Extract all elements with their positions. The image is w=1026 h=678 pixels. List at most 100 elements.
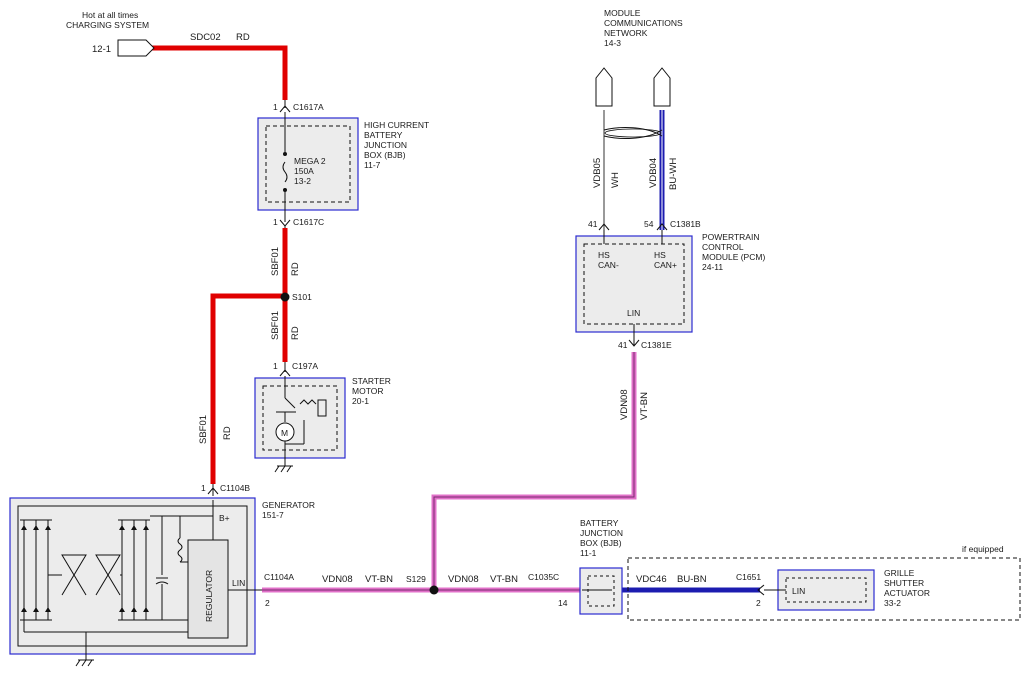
vdb04-name: VDB04 (648, 158, 659, 188)
sbf01-lower-color: RD (290, 326, 301, 340)
starter-line3: 20-1 (352, 396, 369, 406)
mcn-left-connector-icon (595, 67, 613, 107)
pcm-hs-right-1: HS (654, 250, 666, 260)
vdb05-color: WH (610, 172, 621, 188)
c1381b-left-arrow-icon (598, 223, 610, 231)
mcn-line4: 14-3 (604, 38, 621, 48)
c1381b-right-arrow-icon (656, 223, 668, 231)
pcm-line2: CONTROL (702, 242, 744, 252)
vdc46-name: VDC46 (636, 574, 667, 585)
fuse-name: MEGA 2 (294, 156, 326, 166)
pcm-hs-left-1: HS (598, 250, 610, 260)
mcn-line1: MODULE (604, 8, 641, 18)
grille-line1: GRILLE (884, 568, 915, 578)
vdb05-name: VDB05 (592, 158, 603, 188)
starter-ground-icon (274, 458, 293, 473)
pcm-line4: 24-11 (702, 262, 723, 272)
c1104a-label: C1104A (264, 572, 294, 582)
c1651-label: C1651 (736, 572, 761, 582)
bjb-box (579, 567, 623, 615)
charging-system-label: CHARGING SYSTEM (66, 20, 149, 30)
bjb-line3: BOX (BJB) (580, 538, 622, 548)
c1617a-arrow-icon (279, 105, 291, 113)
pcm-line1: POWERTRAIN (702, 232, 759, 242)
svg-text:M: M (281, 428, 288, 438)
generator-line2: 151-7 (262, 510, 284, 520)
hc-bjb-line4: BOX (BJB) (364, 150, 406, 160)
c1381e-pin: 41 (618, 340, 628, 350)
c1104a-pin: 2 (265, 598, 270, 608)
vdn08-vert-name: VDN08 (619, 389, 630, 420)
starter-line2: MOTOR (352, 386, 383, 396)
c1381e-label: C1381E (641, 340, 672, 350)
vdc46-color: BU-BN (677, 574, 707, 585)
grille-line2: SHUTTER (884, 578, 924, 588)
if-equipped-label: if equipped (962, 544, 1004, 554)
generator-bplus: B+ (219, 513, 230, 523)
c197a-pin: 1 (273, 361, 278, 371)
c1381b-pin-left: 41 (588, 219, 598, 229)
fuse-rating: 150A (294, 166, 314, 176)
grille-line4: 33-2 (884, 598, 901, 608)
vdn08-left-name: VDN08 (322, 574, 353, 585)
wire-sdc02-name: SDC02 (190, 32, 221, 43)
splice-s101-label: S101 (292, 292, 312, 302)
splice-s101 (280, 292, 290, 302)
charging-system-connector (117, 39, 155, 57)
c1104b-arrow-icon (207, 487, 219, 495)
hc-bjb-line1: HIGH CURRENT (364, 120, 429, 130)
sbf01-lower-name: SBF01 (270, 311, 281, 340)
wire-sdc02 (152, 45, 288, 108)
pcm-hs-right-2: CAN+ (654, 260, 677, 270)
c1617a-label: C1617A (293, 102, 324, 112)
grille-actuator-box (764, 569, 875, 611)
hc-bjb-line3: JUNCTION (364, 140, 407, 150)
wire-sdc02-color: RD (236, 32, 250, 43)
sbf01-upper-name: SBF01 (270, 247, 281, 276)
c1104b-label: C1104B (220, 483, 250, 493)
if-equipped-region (627, 557, 1021, 621)
vdn08-right-name: VDN08 (448, 574, 479, 585)
generator-lin: LIN (232, 578, 245, 588)
c1104b-pin: 1 (201, 483, 206, 493)
splice-s129-label: S129 (406, 574, 426, 584)
vdb04-color: BU-WH (668, 158, 679, 190)
c197a-arrow-icon (279, 369, 291, 377)
vdn08-left-color: VT-BN (365, 574, 393, 585)
starter-line1: STARTER (352, 376, 391, 386)
c1035c-pin: 14 (558, 598, 568, 608)
mcn-right-connector-icon (653, 67, 671, 107)
sbf01-upper-color: RD (290, 262, 301, 276)
generator-regulator: REGULATOR (204, 570, 214, 622)
pcm-line3: MODULE (PCM) (702, 252, 765, 262)
bjb-line4: 11-1 (580, 548, 597, 558)
c1617c-arrow-icon (279, 219, 291, 227)
c1381e-arrow-icon (628, 339, 640, 347)
fuse-ref: 13-2 (294, 176, 311, 186)
starter-motor-box: M (254, 376, 346, 459)
bjb-line1: BATTERY (580, 518, 619, 528)
bjb-line2: JUNCTION (580, 528, 623, 538)
pcm-hs-left-2: CAN- (598, 260, 619, 270)
sbf01-gen-name: SBF01 (198, 415, 209, 444)
hc-bjb-line5: 11-7 (364, 160, 381, 170)
charging-ref: 12-1 (92, 44, 111, 55)
vdn08-right-color: VT-BN (490, 574, 518, 585)
generator-line1: GENERATOR (262, 500, 315, 510)
pcm-box (575, 230, 693, 346)
hc-bjb-line2: BATTERY (364, 130, 403, 140)
c1035c-label: C1035C (528, 572, 559, 582)
grille-lin: LIN (792, 586, 805, 596)
c197a-label: C197A (292, 361, 318, 371)
vdn08-vert-color: VT-BN (639, 392, 650, 420)
wire-vdn08-pcm (431, 352, 637, 590)
c1381b-pin-right: 54 (644, 219, 654, 229)
splice-s129 (429, 585, 439, 595)
generator-box (9, 497, 262, 655)
c1381b-label: C1381B (670, 219, 701, 229)
mcn-line2: COMMUNICATIONS (604, 18, 683, 28)
generator-ground-icon (75, 632, 94, 667)
c1651-arrow-icon (757, 584, 765, 596)
mcn-line3: NETWORK (604, 28, 648, 38)
